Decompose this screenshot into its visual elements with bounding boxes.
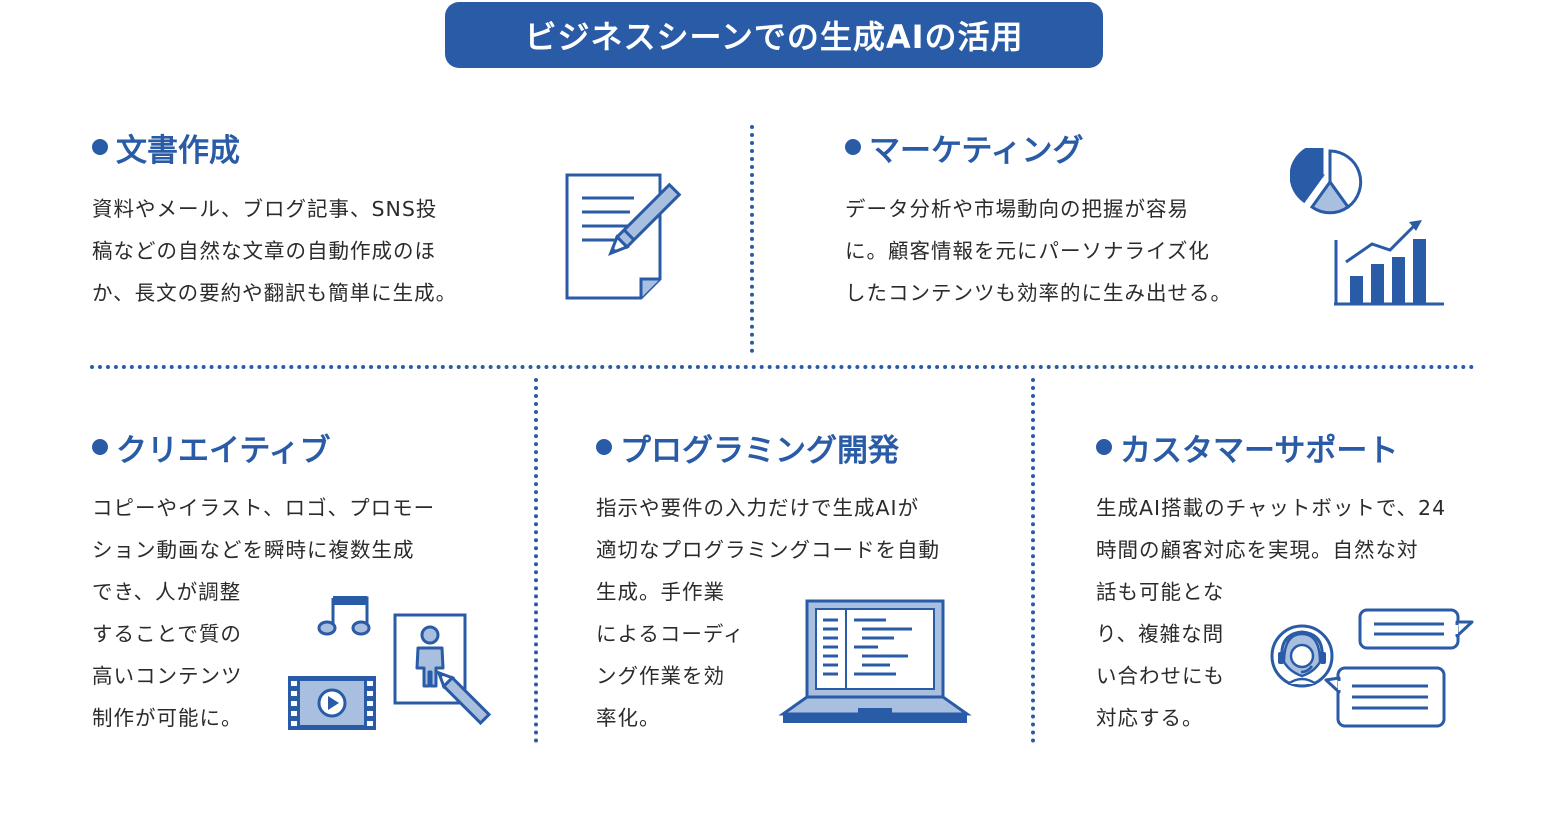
description-line: 適切なプログラミングコードを自動 bbox=[596, 538, 940, 562]
section-title: 文書作成 bbox=[92, 124, 240, 170]
section-title-text: マーケティング bbox=[869, 132, 1084, 169]
description-line: り、複雑な問 bbox=[1096, 622, 1225, 646]
description-line: 生成。手作業 bbox=[596, 580, 725, 604]
description-line: コピーやイラスト、ロゴ、プロモー bbox=[92, 496, 436, 520]
description-line: 率化。 bbox=[596, 706, 661, 730]
laptop-code-icon bbox=[778, 599, 972, 723]
description-line: ング作業を効 bbox=[596, 664, 725, 688]
bullet-dot bbox=[92, 139, 108, 155]
description-line: したコンテンツも効率的に生み出せる。 bbox=[845, 281, 1232, 305]
bullet-dot bbox=[596, 439, 612, 455]
section-title: プログラミング開発 bbox=[596, 424, 899, 470]
section-description: 生成AI搭載のチャットボットで、24 時間の顧客対応を実現。自然な対 話も可能と… bbox=[1096, 487, 1446, 739]
description-line: によるコーディ bbox=[596, 622, 745, 646]
operator-avatar-icon bbox=[1270, 624, 1334, 688]
section-title-text: カスタマーサポート bbox=[1120, 432, 1399, 469]
section-title: クリエイティブ bbox=[92, 424, 331, 470]
description-line: することで質の bbox=[92, 622, 242, 646]
media-creation-icon bbox=[288, 596, 492, 730]
section-description: データ分析や市場動向の把握が容易 に。顧客情報を元にパーソナライズ化 したコンテ… bbox=[845, 188, 1232, 314]
description-line: 資料やメール、ブログ記事、SNS投 bbox=[92, 197, 438, 221]
chat-bubble-icon bbox=[1358, 608, 1474, 650]
description-line: 話も可能とな bbox=[1096, 580, 1225, 604]
bullet-dot bbox=[92, 439, 108, 455]
divider-vertical-top bbox=[750, 125, 754, 353]
chat-bubble-icon bbox=[1324, 666, 1446, 728]
description-line: い合わせにも bbox=[1096, 664, 1225, 688]
illustration-canvas-icon bbox=[393, 613, 492, 726]
section-title-text: 文書作成 bbox=[116, 132, 240, 169]
section-title: カスタマーサポート bbox=[1096, 424, 1398, 470]
description-line: か、長文の要約や翻訳も簡単に生成。 bbox=[92, 281, 458, 305]
page-title: ビジネスシーンでの生成AIの活用 bbox=[524, 18, 1024, 56]
description-line: ション動画などを瞬時に複数生成 bbox=[92, 538, 415, 562]
page-title-banner: ビジネスシーンでの生成AIの活用 bbox=[445, 2, 1103, 68]
section-title: マーケティング bbox=[845, 124, 1084, 170]
description-line: 指示や要件の入力だけで生成AIが bbox=[596, 496, 920, 520]
description-line: でき、人が調整 bbox=[92, 580, 242, 604]
divider-horizontal bbox=[90, 365, 1475, 369]
section-description: 資料やメール、ブログ記事、SNS投 稿などの自然な文章の自動作成のほ か、長文の… bbox=[92, 188, 457, 314]
section-description: コピーやイラスト、ロゴ、プロモー ション動画などを瞬時に複数生成 でき、人が調整… bbox=[92, 487, 435, 739]
music-note-icon bbox=[317, 596, 371, 636]
document-pen-icon bbox=[565, 173, 682, 300]
description-line: 高いコンテンツ bbox=[92, 664, 243, 688]
section-description: 指示や要件の入力だけで生成AIが 適切なプログラミングコードを自動 生成。手作業… bbox=[596, 487, 940, 739]
divider-vertical-bottom-left bbox=[534, 378, 538, 743]
bullet-dot bbox=[1096, 439, 1112, 455]
video-film-icon bbox=[288, 676, 376, 730]
chatbot-support-icon bbox=[1270, 608, 1474, 728]
bullet-dot bbox=[845, 139, 861, 155]
description-line: データ分析や市場動向の把握が容易 bbox=[845, 197, 1189, 221]
section-title-text: プログラミング開発 bbox=[620, 432, 899, 469]
description-line: 対応する。 bbox=[1096, 706, 1204, 730]
description-line: 制作が可能に。 bbox=[92, 706, 243, 730]
divider-vertical-bottom-right bbox=[1031, 378, 1035, 743]
pie-bar-chart-icon bbox=[1290, 148, 1444, 306]
description-line: 稿などの自然な文章の自動作成のほ bbox=[92, 239, 436, 263]
description-line: 時間の顧客対応を実現。自然な対 bbox=[1096, 538, 1419, 562]
description-line: に。顧客情報を元にパーソナライズ化 bbox=[845, 239, 1210, 263]
description-line: 生成AI搭載のチャットボットで、24 bbox=[1096, 496, 1447, 520]
section-title-text: クリエイティブ bbox=[116, 432, 331, 469]
